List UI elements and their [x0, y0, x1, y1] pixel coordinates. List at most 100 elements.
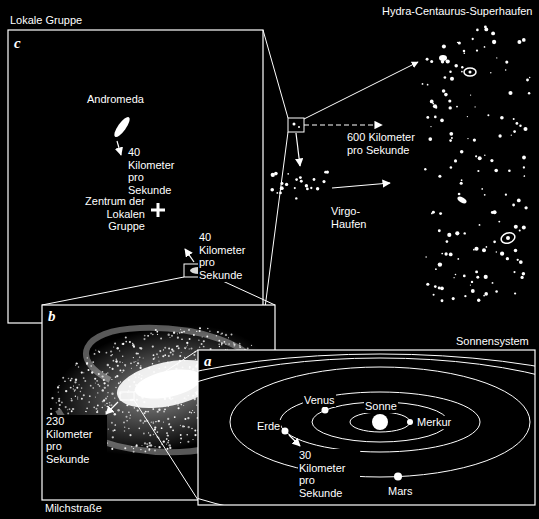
- star-dot: [186, 342, 188, 344]
- star-dot: [178, 407, 180, 409]
- star-dot: [68, 378, 69, 379]
- star-dot: [132, 343, 133, 344]
- star-dot: [185, 348, 186, 349]
- star-dot: [463, 52, 465, 54]
- star-dot: [492, 40, 496, 44]
- star-dot: [97, 404, 99, 406]
- star-dot: [508, 91, 512, 95]
- panel-heading: Sonnensystem: [456, 335, 529, 348]
- star-dot: [177, 333, 178, 334]
- star-dot: [70, 380, 72, 382]
- star-dot: [472, 38, 474, 40]
- star-dot: [523, 127, 527, 131]
- star-dot: [168, 355, 170, 357]
- star-dot: [125, 416, 127, 418]
- star-dot: [529, 77, 530, 78]
- star-dot: [476, 49, 478, 51]
- star-dot: [155, 446, 156, 447]
- star-dot: [95, 408, 97, 410]
- galaxy-dot: [293, 123, 296, 126]
- star-dot: [201, 343, 203, 345]
- star-dot: [433, 104, 437, 108]
- star-dot: [146, 443, 148, 445]
- star-dot: [67, 409, 68, 410]
- star-dot: [90, 385, 92, 387]
- star-dot: [168, 348, 170, 350]
- star-dot: [526, 79, 529, 82]
- galaxy-dot: [298, 126, 300, 128]
- star-dot: [231, 334, 233, 336]
- star-dot: [522, 38, 526, 42]
- panel-heading: Lokale Gruppe: [10, 14, 82, 27]
- star-dot: [427, 84, 429, 86]
- star-dot: [126, 420, 128, 422]
- star-dot: [189, 411, 191, 413]
- star-dot: [493, 210, 497, 214]
- star-dot: [194, 430, 196, 432]
- star-dot: [514, 249, 517, 252]
- star-dot: [522, 272, 525, 275]
- star-dot: [180, 437, 182, 439]
- star-dot: [195, 359, 197, 361]
- star-dot: [279, 192, 282, 195]
- caption-label: Mars: [387, 485, 413, 498]
- star-dot: [109, 367, 110, 368]
- star-dot: [457, 258, 459, 260]
- star-dot: [176, 345, 178, 347]
- star-dot: [81, 398, 83, 400]
- star-dot: [158, 420, 160, 422]
- star-dot: [122, 362, 123, 363]
- star-dot: [166, 444, 167, 445]
- star-dot: [486, 246, 488, 248]
- star-dot: [199, 327, 201, 329]
- star-dot: [166, 438, 168, 440]
- star-dot: [193, 354, 195, 356]
- star-dot: [432, 103, 434, 105]
- hydra-centaurus-cluster: [422, 25, 531, 302]
- star-dot: [102, 407, 103, 408]
- star-dot: [116, 375, 118, 377]
- star-dot: [139, 420, 141, 422]
- caption-label: 30 Kilometer pro Sekunde: [298, 449, 360, 500]
- star-dot: [79, 384, 80, 385]
- star-dot: [154, 428, 156, 430]
- star-dot: [432, 211, 435, 214]
- star-dot: [498, 221, 500, 223]
- zoom-line: [263, 30, 288, 118]
- star-dot: [106, 352, 108, 354]
- star-dot: [270, 188, 274, 192]
- star-dot: [187, 417, 189, 419]
- star-dot: [71, 398, 72, 399]
- star-dot: [514, 292, 516, 294]
- star-dot: [136, 444, 138, 446]
- star-dot: [473, 249, 475, 251]
- star-dot: [143, 412, 145, 414]
- star-dot: [86, 407, 88, 409]
- star-dot: [484, 275, 488, 279]
- star-dot: [136, 365, 138, 367]
- star-dot: [144, 442, 146, 444]
- star-dot: [514, 225, 518, 229]
- star-dot: [475, 106, 476, 107]
- star-dot: [180, 425, 181, 426]
- star-dot: [448, 99, 451, 102]
- star-dot: [81, 387, 83, 389]
- star-dot: [106, 403, 107, 404]
- star-dot: [107, 406, 109, 408]
- star-dot: [500, 252, 504, 256]
- star-dot: [71, 378, 73, 380]
- star-dot: [80, 391, 81, 392]
- star-dot: [285, 183, 288, 186]
- center-cross: [151, 203, 165, 217]
- star-dot: [440, 119, 444, 123]
- star-dot: [442, 44, 446, 48]
- star-dot: [73, 385, 74, 386]
- star-dot: [221, 344, 223, 346]
- star-dot: [191, 412, 192, 413]
- star-dot: [133, 361, 134, 362]
- star-dot: [295, 197, 297, 199]
- planet: [394, 473, 402, 481]
- star-dot: [114, 424, 116, 426]
- star-dot: [198, 340, 199, 341]
- panel: Sonnensystema: [198, 350, 535, 505]
